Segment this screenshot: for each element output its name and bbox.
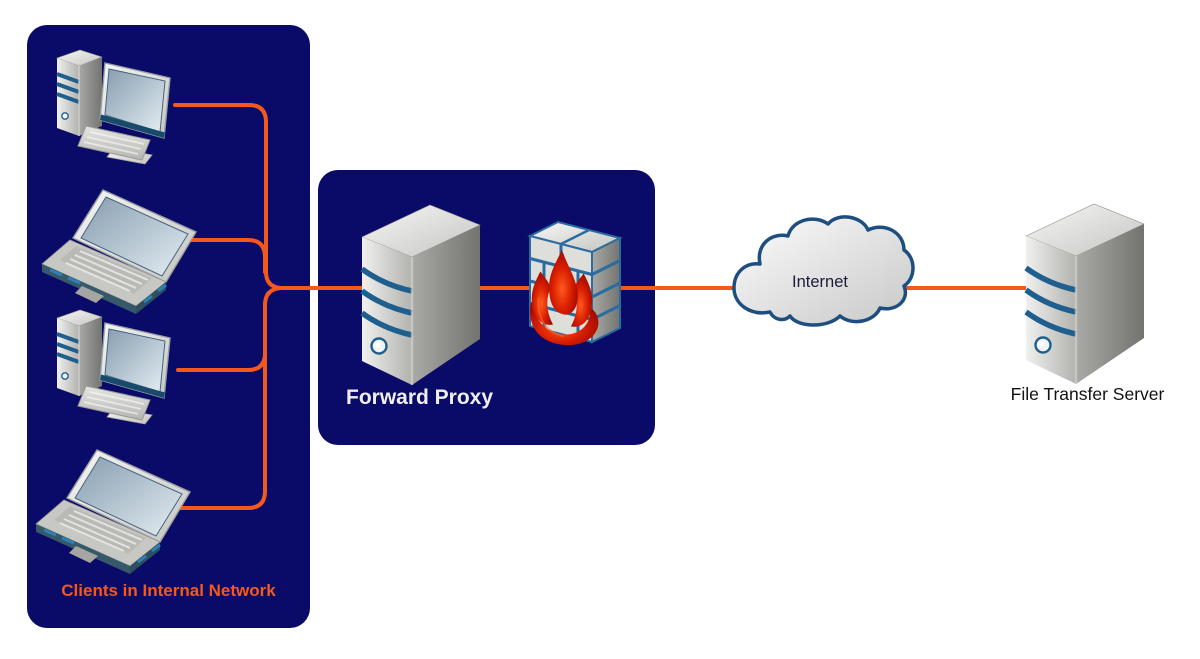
clients-group-panel <box>27 25 310 628</box>
internet-cloud-icon <box>732 215 915 327</box>
internet-label: Internet <box>792 273 848 291</box>
file-transfer-server-label: File Transfer Server <box>1010 384 1165 404</box>
file-transfer-server-icon <box>1026 204 1144 384</box>
proxy-group-label: Forward Proxy <box>346 386 494 409</box>
clients-group-label: Clients in Internal Network <box>61 581 276 600</box>
